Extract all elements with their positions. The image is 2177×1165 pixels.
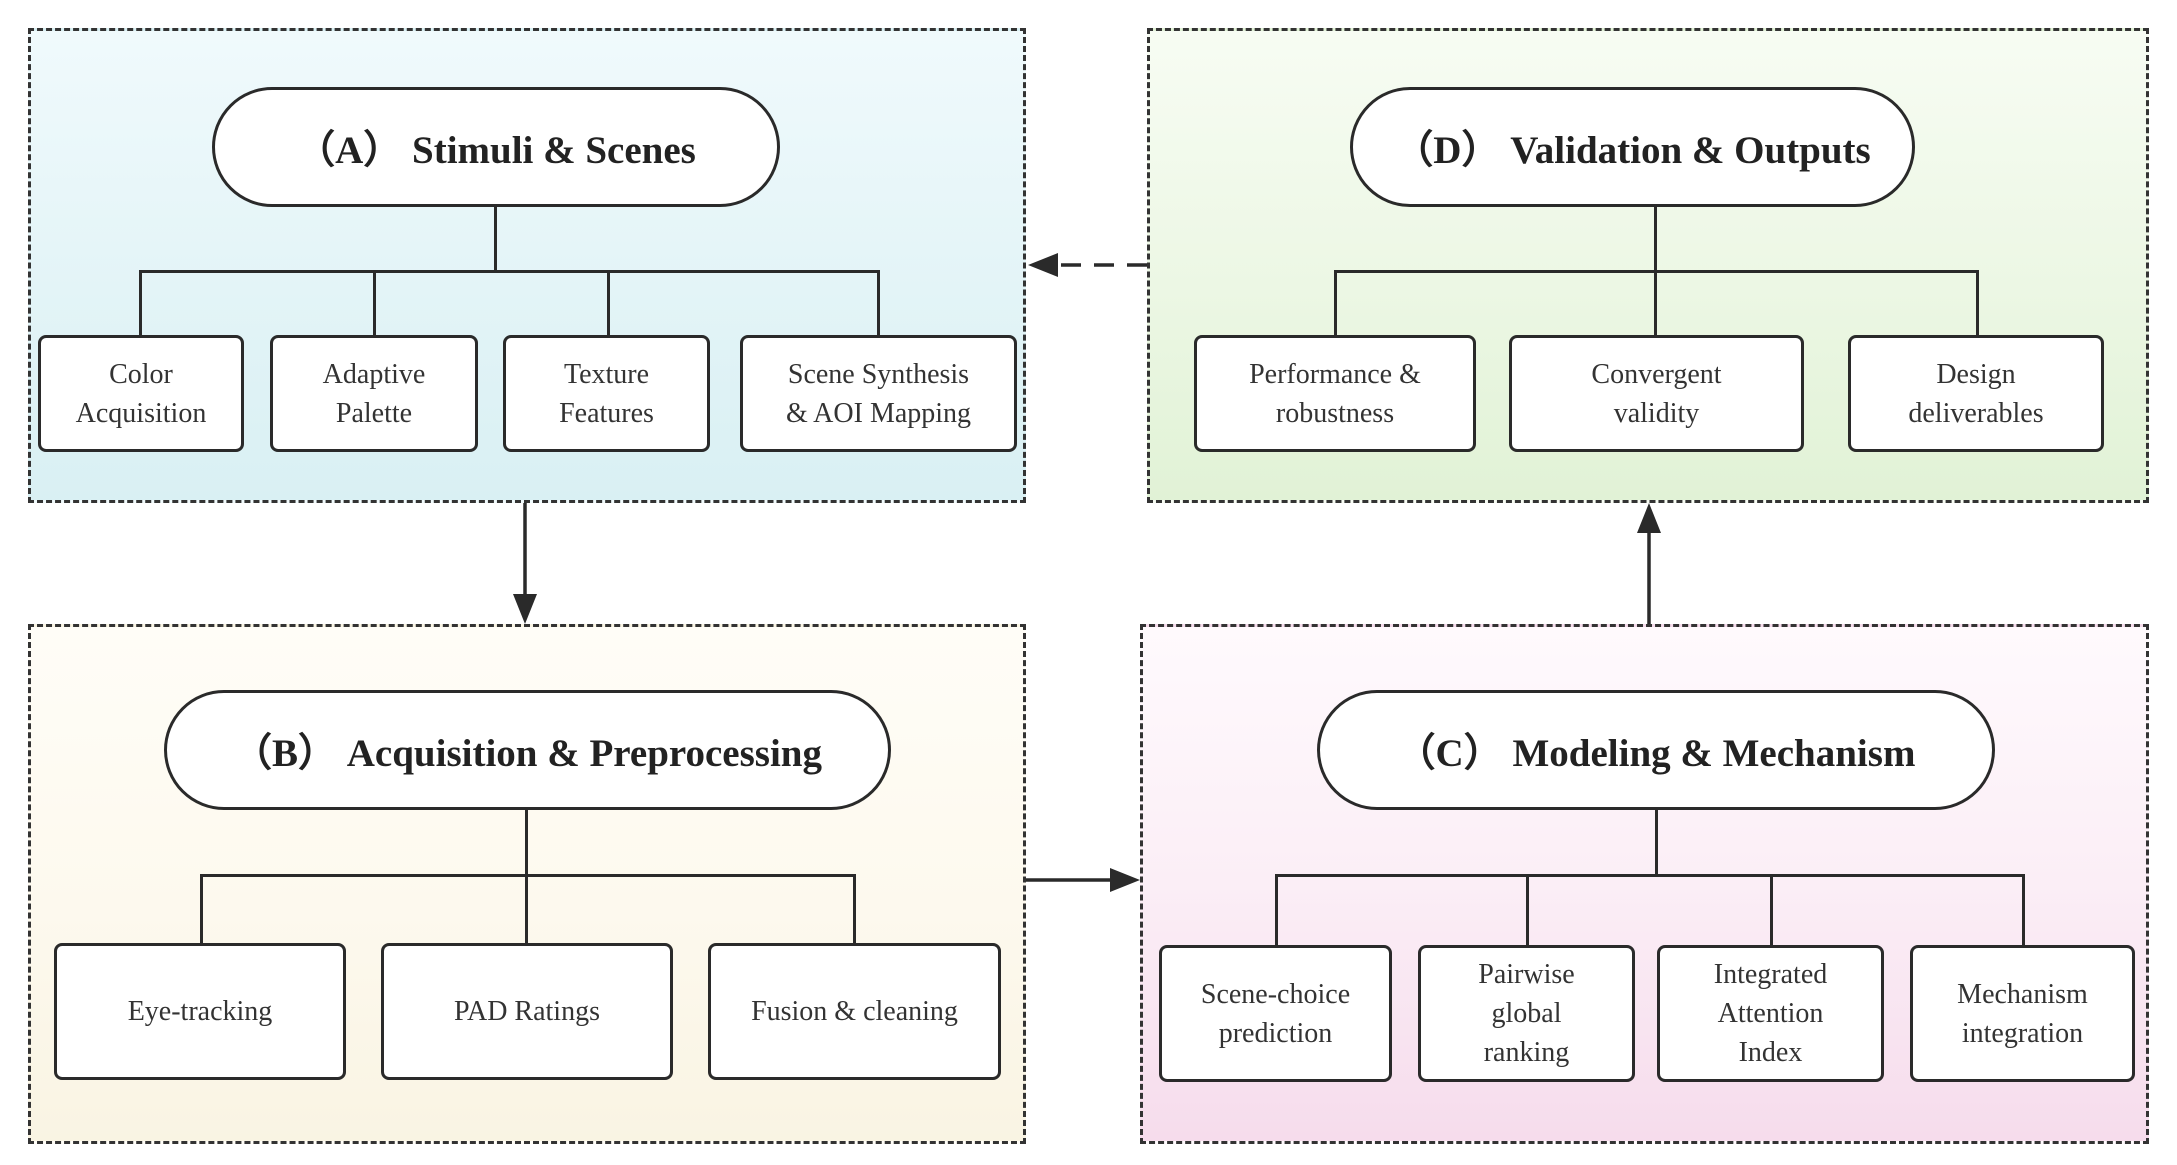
panel-c-drop-4 xyxy=(2022,874,2025,947)
panel-a-drop-3 xyxy=(607,270,610,335)
panel-d-drop-2 xyxy=(1654,270,1657,335)
panel-c-stem xyxy=(1655,810,1658,875)
mechanism-integration-box: Mechanism integration xyxy=(1910,945,2135,1082)
panel-a-drop-2 xyxy=(373,270,376,335)
scene-choice-prediction-box: Scene-choice prediction xyxy=(1159,945,1392,1082)
pad-ratings-box: PAD Ratings xyxy=(381,943,673,1080)
arrow-a-to-b-head xyxy=(513,594,537,624)
arrow-d-to-a-head xyxy=(1028,253,1058,277)
panel-a-title: （A） Stimuli & Scenes xyxy=(212,87,780,207)
panel-b-stem xyxy=(525,810,528,875)
panel-c-title: （C） Modeling & Mechanism xyxy=(1317,690,1995,810)
panel-c-branch-bar xyxy=(1275,874,2025,877)
panel-b-drop-2 xyxy=(525,874,528,943)
panel-d-drop-3 xyxy=(1976,270,1979,335)
design-deliverables-box: Design deliverables xyxy=(1848,335,2104,452)
color-acquisition-box: Color Acquisition xyxy=(38,335,244,452)
panel-c-drop-2 xyxy=(1526,874,1529,947)
adaptive-palette-box: Adaptive Palette xyxy=(270,335,478,452)
panel-d-stem xyxy=(1654,207,1657,271)
panel-a-drop-1 xyxy=(139,270,142,335)
performance-robustness-box: Performance & robustness xyxy=(1194,335,1476,452)
texture-features-box: Texture Features xyxy=(503,335,710,452)
panel-b-drop-3 xyxy=(853,874,856,943)
eye-tracking-box: Eye-tracking xyxy=(54,943,346,1080)
arrow-b-to-c-head xyxy=(1110,868,1140,892)
arrow-c-to-d-head xyxy=(1637,503,1661,533)
pairwise-global-ranking-box: Pairwise global ranking xyxy=(1418,945,1635,1082)
panel-c-drop-1 xyxy=(1275,874,1278,947)
panel-c-drop-3 xyxy=(1770,874,1773,947)
panel-b-drop-1 xyxy=(200,874,203,943)
scene-synthesis-box: Scene Synthesis & AOI Mapping xyxy=(740,335,1017,452)
integrated-attention-index-box: Integrated Attention Index xyxy=(1657,945,1884,1082)
fusion-cleaning-box: Fusion & cleaning xyxy=(708,943,1001,1080)
panel-a-stem xyxy=(494,207,497,271)
panel-b-branch-bar xyxy=(200,874,856,877)
convergent-validity-box: Convergent validity xyxy=(1509,335,1804,452)
panel-a-drop-4 xyxy=(877,270,880,335)
panel-d-title: （D） Validation & Outputs xyxy=(1350,87,1915,207)
panel-a-branch-bar xyxy=(139,270,880,273)
panel-d-drop-1 xyxy=(1334,270,1337,335)
panel-b-title: （B） Acquisition & Preprocessing xyxy=(164,690,891,810)
